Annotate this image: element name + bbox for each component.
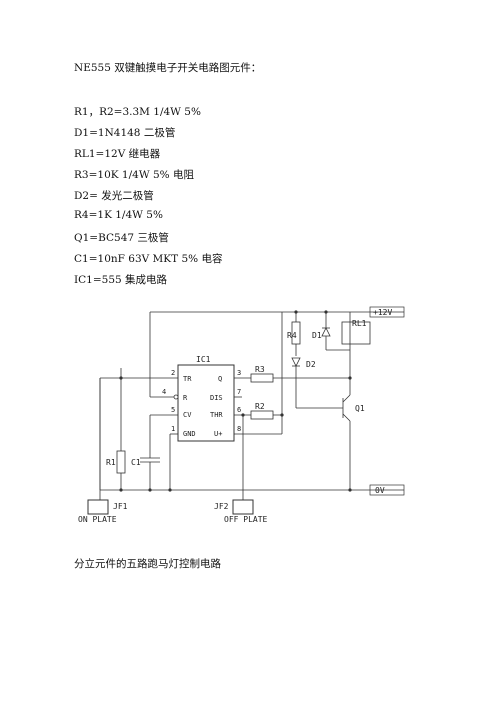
document-title: NE555 双键触摸电子开关电路图元件： — [74, 62, 262, 74]
svg-text:CV: CV — [183, 411, 192, 419]
figure-caption: 分立元件的五路跑马灯控制电路 — [74, 558, 221, 570]
on-plate-pad — [87, 499, 109, 515]
svg-text:U+: U+ — [214, 430, 222, 438]
jf2-label: JF2 — [214, 502, 229, 511]
part-c1: C1=10nF 63V MKT 5% 电容 — [74, 253, 223, 265]
jf1-label: JF1 — [113, 502, 128, 511]
rl1-label: RL1 — [352, 319, 367, 328]
d1-diode — [321, 327, 331, 337]
part-d2: D2= 发光二极管 — [74, 190, 154, 202]
d2-label: D2 — [306, 360, 316, 369]
r3-resistor — [250, 373, 274, 383]
svg-text:7: 7 — [237, 388, 241, 396]
ic1-label: IC1 — [196, 355, 211, 364]
r2-resistor — [250, 410, 274, 420]
q1-label: Q1 — [355, 404, 365, 413]
svg-text:2: 2 — [171, 369, 175, 377]
svg-text:DIS: DIS — [210, 394, 223, 402]
r2-label: R2 — [255, 402, 265, 411]
svg-text:Q: Q — [218, 375, 222, 383]
off-plate-label: OFF PLATE — [224, 515, 268, 524]
r3-label: R3 — [255, 365, 265, 374]
svg-text:8: 8 — [237, 425, 241, 433]
part-r3: R3=10K 1/4W 5% 电阻 — [74, 169, 194, 181]
r1-label: R1 — [106, 458, 116, 467]
ic1-body — [177, 364, 235, 442]
part-r4: R4=1K 1/4W 5% — [74, 209, 163, 221]
svg-text:THR: THR — [210, 411, 223, 419]
d1-label: D1 — [312, 331, 322, 340]
vcc-label: +12V — [373, 308, 392, 317]
part-q1: Q1=BC547 三极管 — [74, 232, 169, 244]
r4-label: R4 — [287, 331, 297, 340]
svg-text:1: 1 — [171, 425, 175, 433]
svg-text:4: 4 — [162, 388, 166, 396]
on-plate-label: ON PLATE — [78, 515, 117, 524]
r1-resistor — [116, 450, 126, 474]
svg-text:3: 3 — [237, 369, 241, 377]
off-plate-pad — [232, 499, 254, 515]
part-d1: D1=1N4148 二极管 — [74, 127, 176, 139]
svg-text:R: R — [183, 394, 188, 402]
svg-text:TR: TR — [183, 375, 192, 383]
d2-led — [291, 357, 301, 367]
svg-text:5: 5 — [171, 406, 175, 414]
svg-text:6: 6 — [237, 406, 241, 414]
ground-label: 0V — [375, 486, 385, 495]
svg-text:GND: GND — [183, 430, 196, 438]
part-rl1: RL1=12V 继电器 — [74, 148, 161, 160]
rl1-relay — [341, 321, 371, 345]
c1-label: C1 — [131, 458, 141, 467]
part-ic1: IC1=555 集成电路 — [74, 274, 168, 286]
part-r1-r2: R1，R2=3.3M 1/4W 5% — [74, 106, 201, 118]
